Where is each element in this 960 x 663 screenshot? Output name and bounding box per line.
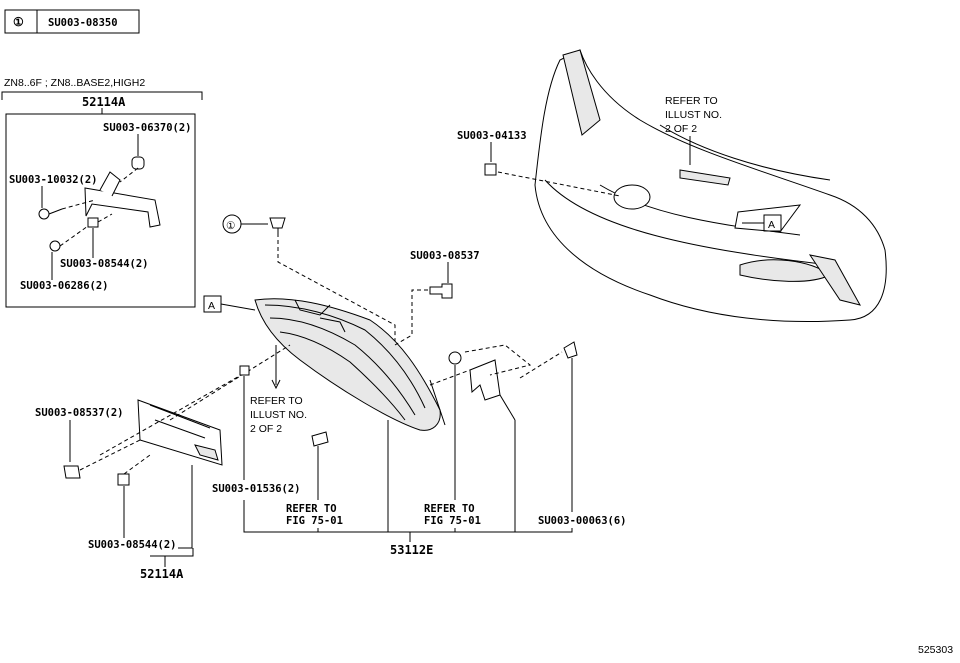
variant-note: ZN8..6F ; ZN8..BASE2,HIGH2 (4, 77, 145, 89)
label-su003-08544-top: SU003-08544(2) (60, 258, 149, 270)
group-bracket-top (1, 91, 203, 100)
label-box-a-right: A (768, 219, 775, 231)
diagram-id: 525303 (918, 644, 953, 656)
push-clip-icon (269, 217, 286, 229)
label-assembly: 53112E (390, 543, 433, 557)
screw-icon (49, 240, 61, 252)
legend-box: ① SU003-08350 (4, 9, 140, 34)
label-circle-one: ① (226, 220, 236, 232)
bolt-lower-icon (63, 465, 81, 479)
assembly-bracket (243, 500, 573, 533)
grille-icon (254, 298, 446, 431)
plug-icon (311, 431, 329, 447)
label-su003-01536: SU003-01536(2) (212, 483, 301, 495)
label-refer-mid-2: ILLUST NO. (250, 409, 307, 421)
label-su003-08537-2: SU003-08537(2) (35, 407, 124, 419)
front-bumper-icon (534, 49, 887, 323)
label-refer-mid-3: 2 OF 2 (250, 423, 282, 435)
label-fig-b-1: REFER TO (424, 503, 475, 515)
clip-01536-icon (239, 365, 250, 376)
label-refer-top-3: 2 OF 2 (665, 123, 697, 135)
screw-right-icon (563, 341, 578, 359)
retainer-icon (484, 163, 497, 176)
washer-icon (448, 351, 462, 365)
label-su003-06370: SU003-06370(2) (103, 122, 192, 134)
legend-code: SU003-08350 (48, 17, 118, 29)
label-su003-06286: SU003-06286(2) (20, 280, 109, 292)
bolt-icon (38, 208, 50, 220)
clip-icon (87, 217, 99, 228)
label-su003-08537: SU003-08537 (410, 250, 480, 262)
side-bracket-icon (469, 359, 501, 401)
label-su003-00063: SU003-00063(6) (538, 515, 627, 527)
label-box-a-left: A (208, 300, 215, 312)
label-group-bottom: 52114A (140, 567, 184, 581)
label-group-top: 52114A (82, 95, 126, 109)
label-su003-08544-bottom: SU003-08544(2) (88, 539, 177, 551)
label-refer-top-1: REFER TO (665, 95, 718, 107)
label-su003-10032: SU003-10032(2) (9, 174, 98, 186)
label-fig-a-2: FIG 75-01 (286, 515, 343, 527)
inset-box (5, 113, 196, 308)
clip-lower-icon (117, 473, 130, 486)
bushing-icon (131, 156, 145, 170)
label-refer-mid-1: REFER TO (250, 395, 303, 407)
legend-symbol: ① (13, 15, 24, 29)
label-su003-04133: SU003-04133 (457, 130, 527, 142)
bolt-upper-icon (429, 283, 453, 299)
label-refer-top-2: ILLUST NO. (665, 109, 722, 121)
label-fig-a-1: REFER TO (286, 503, 337, 515)
label-fig-b-2: FIG 75-01 (424, 515, 481, 527)
license-bracket-icon (84, 187, 161, 228)
